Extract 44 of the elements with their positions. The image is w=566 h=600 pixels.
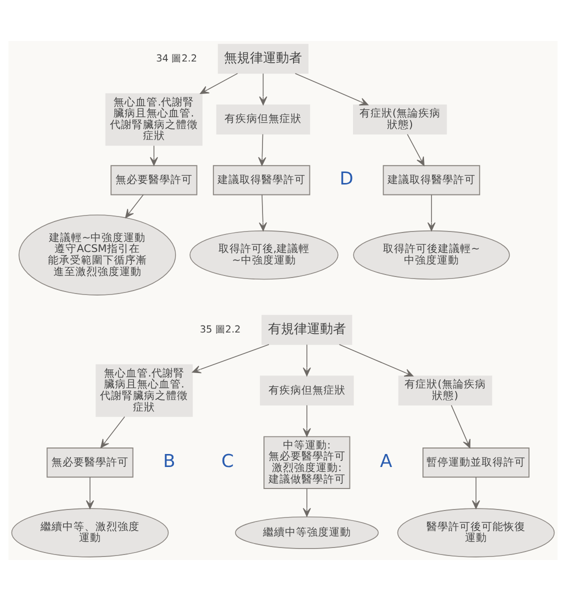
label: B (163, 450, 176, 472)
arrow (192, 344, 270, 373)
node-box: 建議取得醫學許可 (212, 164, 310, 195)
node-box: 建議取得醫學許可 (382, 164, 480, 195)
arrow (302, 344, 311, 376)
node-box: 無必要醫學許可 (110, 164, 198, 195)
node-box: 中等運動: 無必要醫學許可 激烈強度運動: 建議做醫學許可 (264, 436, 350, 488)
node-box: 暫停運動並取得許可 (422, 447, 530, 478)
arrow (200, 72, 238, 94)
node-box: 無心血管.代謝腎臟病且無心血管.代謝腎臟病之體徵症狀 (96, 364, 193, 416)
arrow (100, 416, 126, 448)
arrow (338, 344, 414, 376)
arrow (125, 194, 144, 218)
label: 34 圖2.2 (156, 52, 198, 64)
node-ellipse: 繼續中等強度運動 (235, 516, 379, 548)
arrow (407, 133, 424, 166)
arrow (294, 72, 368, 105)
arrow (150, 144, 158, 166)
node-box: 有症狀(無論疾病狀態) (398, 375, 492, 406)
arrow (258, 133, 266, 166)
node-box: 有疾病但無症狀 (260, 375, 354, 406)
arrow (259, 72, 268, 105)
label: C (221, 450, 234, 472)
node-ellipse: 取得許可後,建議輕~中強度運動 (190, 230, 338, 280)
node-ellipse: 建議輕~中強度運動遵守ACSM指引在能承受範圍下循序漸進至激烈強度運動 (18, 214, 176, 295)
node-box: 無規律運動者 (218, 43, 308, 74)
label: 35 圖2.2 (200, 324, 241, 335)
node-box: 無必要醫學許可 (46, 447, 134, 478)
node-ellipse: 取得許可後建議輕~中強度運動 (353, 230, 510, 280)
node-ellipse: 繼續中等、激烈強度運動 (11, 508, 169, 557)
arrow (302, 488, 311, 516)
arrow (450, 404, 470, 448)
arrow (86, 476, 94, 509)
arrow (427, 194, 436, 231)
node-box: 有症狀(無論疾病狀態) (353, 104, 447, 134)
node-ellipse: 醫學許可後可能恢復運動 (397, 508, 555, 557)
arrow (258, 194, 267, 231)
label: D (340, 168, 354, 190)
arrow (472, 476, 480, 509)
label: A (380, 450, 392, 472)
node-box: 有規律運動者 (262, 314, 352, 344)
arrow (302, 404, 311, 436)
node-box: 有疾病但無症狀 (216, 104, 310, 134)
node-box: 無心血管.代謝腎臟病且無心血管.代謝腎臟病之體徵症狀 (105, 92, 202, 146)
